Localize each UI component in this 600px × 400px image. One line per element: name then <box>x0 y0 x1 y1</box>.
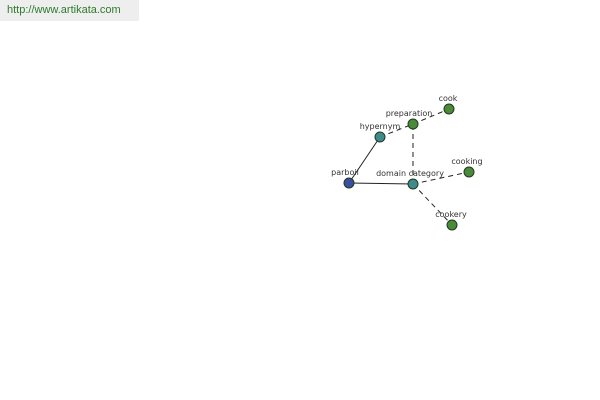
node-parboil[interactable] <box>343 177 355 189</box>
node-cook[interactable] <box>443 103 455 115</box>
edge-parboil-domain-category <box>348 182 414 185</box>
node-label-hypernym: hypernym <box>360 122 401 131</box>
node-label-cookery: cookery <box>435 210 467 219</box>
nodes-layer <box>343 103 475 231</box>
node-label-parboil: parboil <box>331 168 359 177</box>
edge-domain-category-cookery <box>412 183 453 226</box>
edge-preparation-cook <box>412 108 450 125</box>
node-preparation[interactable] <box>407 118 419 130</box>
edge-domain-category-cooking <box>412 171 470 185</box>
labels-layer: parboil hypernym domain category preparatio… <box>331 94 482 219</box>
node-domain-category[interactable] <box>407 178 419 190</box>
node-label-cooking: cooking <box>451 157 482 166</box>
edge-parboil-hypernym <box>348 136 381 184</box>
edge-hypernym-preparation <box>379 123 414 138</box>
node-label-cook: cook <box>439 94 458 103</box>
node-cookery[interactable] <box>446 219 458 231</box>
node-label-domain-category: domain category <box>376 169 444 178</box>
edges-layer <box>348 108 470 226</box>
node-hypernym[interactable] <box>374 131 386 143</box>
node-cooking[interactable] <box>463 166 475 178</box>
source-url-label: http://www.artikata.com <box>0 0 139 21</box>
node-label-preparation: preparation <box>386 109 433 118</box>
